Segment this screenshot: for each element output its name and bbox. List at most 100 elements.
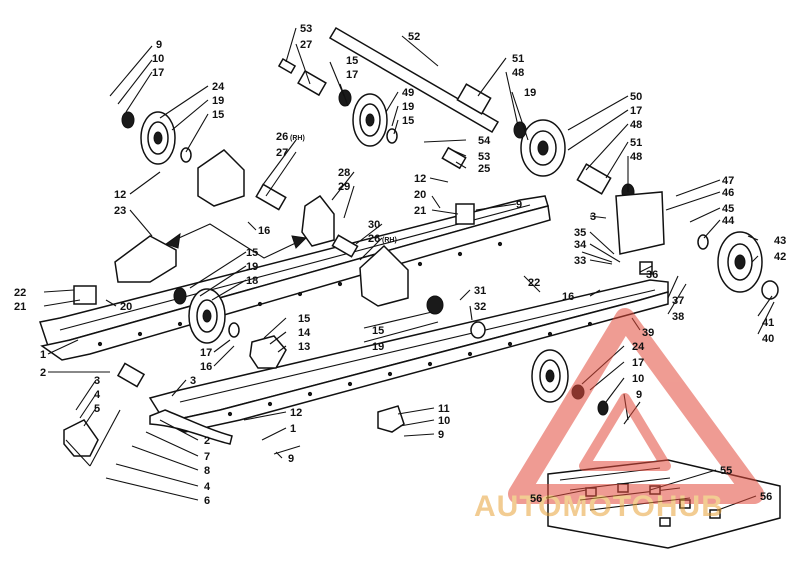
callout-17: 17 [200,347,212,359]
callout-21: 21 [14,301,26,313]
callout-15: 15 [402,115,414,127]
callout-27: 27 [300,39,312,51]
callout-1: 1 [40,349,46,361]
callout-15: 15 [212,109,224,121]
callout-2: 2 [40,367,46,379]
callout-10: 10 [632,373,644,385]
callout-3: 3 [590,211,596,223]
left-slide-rail [39,195,551,361]
callout-12: 12 [290,407,302,419]
callout-10: 10 [438,415,450,427]
callout-19: 19 [524,87,536,99]
callout-54: 54 [478,135,491,147]
callout-10: 10 [152,53,164,65]
callout-16: 16 [200,361,212,373]
callout-19: 19 [372,341,384,353]
callout-9: 9 [288,453,294,465]
rail-holes [97,241,593,417]
callout-53: 53 [478,151,490,163]
idler-wheel-front [188,288,226,344]
callout-49: 49 [402,87,414,99]
callout-19: 19 [246,261,258,273]
callout-21: 21 [414,205,426,217]
callout-15: 15 [372,325,384,337]
bogie-wheel-right [717,231,763,293]
callout-26-rh: (RH) [290,135,305,142]
callout-25: 25 [478,163,490,175]
callout-33: 33 [574,255,586,267]
callout-24: 24 [632,341,645,353]
callout-51: 51 [630,137,642,149]
assembly-direction-arrow [164,223,308,259]
callout-39: 39 [642,327,654,339]
callout-26: 26 [368,233,380,245]
callout-numbers: 9 10 17 24 19 15 53 27 15 17 49 19 15 52… [14,23,786,507]
callout-47: 47 [722,175,734,187]
idler-wheel-lower [531,349,569,403]
callout-17: 17 [630,105,642,117]
callout-17: 17 [632,357,644,369]
callout-4: 4 [204,481,211,493]
spring-clip-part-5 [63,419,99,457]
guard-block-lower [377,405,405,433]
axle-mounting-block [249,335,287,369]
callout-48: 48 [630,119,642,131]
idler-wheel-top-left [140,111,176,165]
callout-48: 48 [512,67,524,79]
callout-29: 29 [338,181,350,193]
callout-22: 22 [14,287,26,299]
callout-18: 18 [246,275,258,287]
callout-42: 42 [774,251,786,263]
callout-1: 1 [290,423,296,435]
callout-24: 24 [212,81,225,93]
callout-41: 41 [762,317,774,329]
callout-56: 56 [530,493,542,505]
callout-17: 17 [346,69,358,81]
callout-43: 43 [774,235,786,247]
callout-52: 52 [408,31,420,43]
callout-12: 12 [414,173,426,185]
callout-3: 3 [190,375,196,387]
callout-15: 15 [298,313,310,325]
callout-48: 48 [630,151,642,163]
callout-34: 34 [574,239,587,251]
callout-30: 30 [368,219,380,231]
callout-23: 23 [114,205,126,217]
callout-26: 26 [276,131,288,143]
callout-40: 40 [762,333,774,345]
callout-31: 31 [474,285,486,297]
callout-3: 3 [94,375,100,387]
callout-19: 19 [212,95,224,107]
callout-6: 6 [204,495,210,507]
callout-7: 7 [204,451,210,463]
callout-37: 37 [672,295,684,307]
callout-4: 4 [94,389,101,401]
callout-19: 19 [402,101,414,113]
callout-45: 45 [722,203,734,215]
swing-arm-link [114,235,177,283]
callout-38: 38 [672,311,684,323]
callout-15: 15 [346,55,358,67]
callout-9: 9 [516,199,522,211]
pivot-bracket-center [301,194,335,247]
watermark-text: AUTOMOTOHUB [474,490,724,523]
callout-16: 16 [562,291,574,303]
rear-axle-shaft [328,26,500,134]
callout-26-rh: (RH) [382,237,397,244]
callout-32: 32 [474,301,486,313]
callout-17: 17 [152,67,164,79]
callout-50: 50 [630,91,642,103]
callout-56: 56 [760,491,772,503]
rear-axle-bracket [615,191,665,255]
callout-16: 16 [258,225,270,237]
callout-35: 35 [574,227,586,239]
callout-28: 28 [338,167,350,179]
callout-15: 15 [246,247,258,259]
callout-53: 53 [300,23,312,35]
callout-20: 20 [120,301,132,313]
callout-5: 5 [94,403,100,415]
callout-46: 46 [722,187,734,199]
callout-55: 55 [720,465,732,477]
